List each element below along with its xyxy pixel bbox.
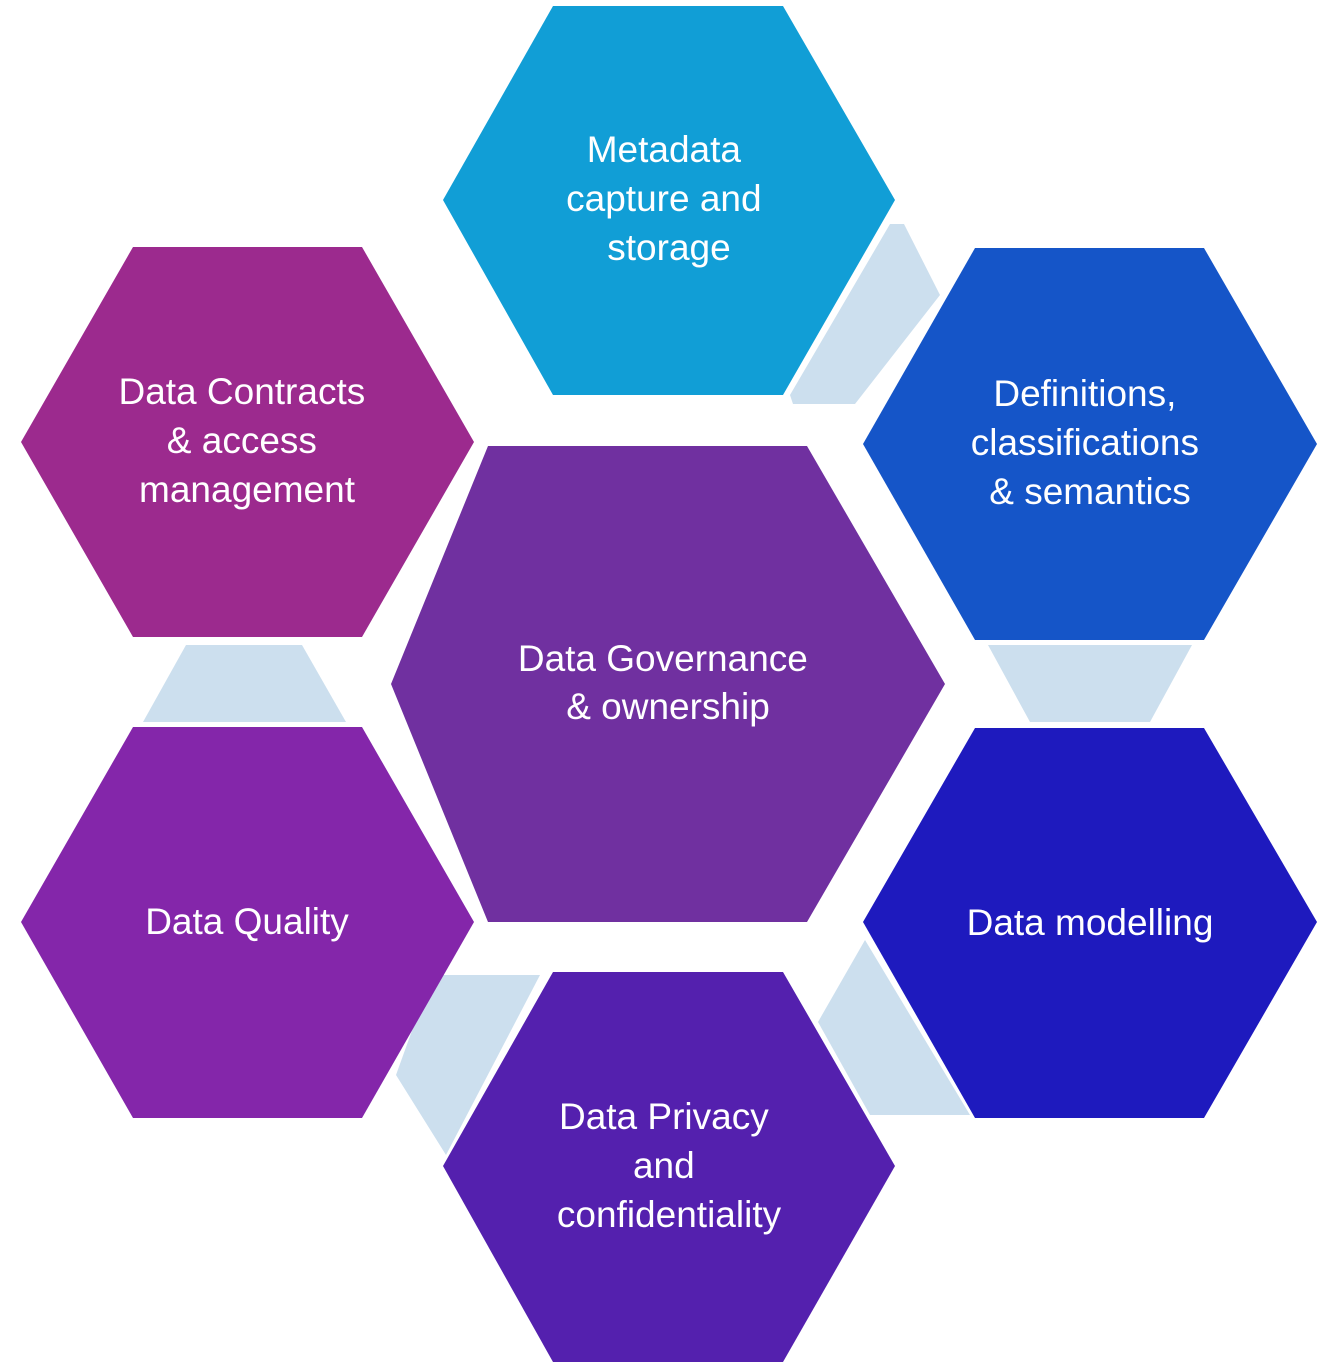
hexagon-label: Metadata capture and storage — [566, 129, 772, 268]
hexagon-shape — [391, 446, 945, 922]
hexagon-shape — [21, 727, 474, 1118]
connector-metadata-definitions — [790, 224, 940, 404]
hexagon-label: Data Quality — [145, 901, 349, 942]
connector-modelling-privacy — [818, 940, 970, 1115]
hexagon-metadata-capture: Metadata capture and storage — [443, 6, 895, 395]
hexagon-shape — [443, 972, 895, 1362]
hexagon-shape — [443, 6, 895, 395]
hexagon-shape — [863, 728, 1317, 1118]
hexagon-label: Data Governance & ownership — [518, 638, 818, 727]
connector-definitions-modelling — [988, 645, 1192, 722]
hexagon-data-modelling: Data modelling — [863, 728, 1317, 1118]
hexagon-label: Data modelling — [967, 902, 1214, 943]
hexagon-shape — [863, 248, 1317, 640]
hexagon-label: Data Privacy and confidentiality — [557, 1096, 782, 1235]
hexagon-data-privacy: Data Privacy and confidentiality — [443, 972, 895, 1362]
hexagon-label: Definitions, classifications & semantics — [971, 373, 1210, 512]
hexagon-definitions-classifications: Definitions, classifications & semantics — [863, 248, 1317, 640]
hexagon-shape — [21, 247, 474, 637]
connector-quality-contracts — [143, 645, 346, 722]
connector-privacy-quality — [396, 975, 540, 1155]
hexagon-data-quality: Data Quality — [21, 727, 474, 1118]
hexagon-data-governance: Data Governance & ownership — [391, 446, 945, 922]
hexagon-label: Data Contracts & access management — [118, 371, 375, 510]
connectors — [143, 224, 1192, 1155]
hexagon-data-contracts: Data Contracts & access management — [21, 247, 474, 637]
